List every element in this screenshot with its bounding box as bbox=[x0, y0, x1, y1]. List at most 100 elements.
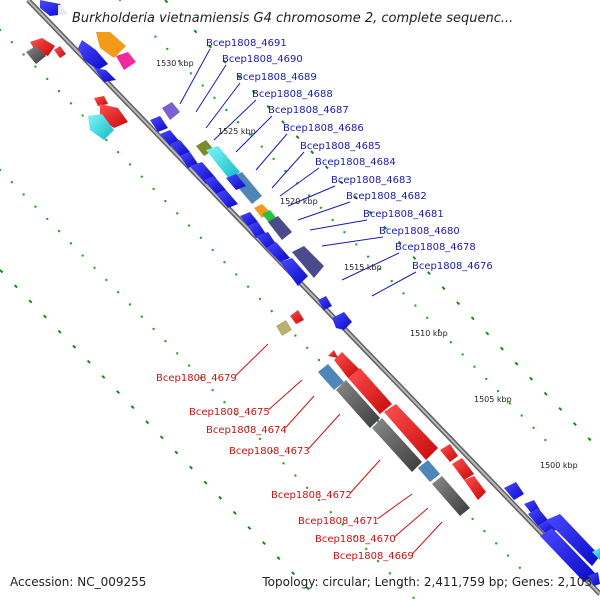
gene-feature-grey[interactable] bbox=[372, 418, 422, 472]
gene-feature-blue[interactable] bbox=[256, 232, 276, 248]
gene-feature-red[interactable] bbox=[384, 404, 438, 460]
gene-label-forward[interactable]: Bcep1808_4678 bbox=[395, 242, 476, 253]
gene-label-forward[interactable]: Bcep1808_4681 bbox=[363, 209, 444, 220]
gene-feature-blue[interactable] bbox=[170, 140, 190, 156]
gene-feature-tan[interactable] bbox=[276, 320, 292, 336]
guide-dash bbox=[368, 210, 373, 215]
gene-label-reverse[interactable]: Bcep1808_4670 bbox=[315, 534, 396, 545]
gene-feature-slate[interactable] bbox=[292, 246, 324, 278]
gene-label-reverse[interactable]: Bcep1808_4669 bbox=[333, 551, 414, 562]
gene-feature-blue[interactable] bbox=[588, 572, 600, 586]
guide-dot bbox=[34, 205, 37, 208]
gene-label-forward[interactable]: Bcep1808_4680 bbox=[379, 226, 460, 237]
gene-feature-blue[interactable] bbox=[248, 222, 266, 238]
gene-feature-blue[interactable] bbox=[240, 212, 258, 226]
gene-feature-blue[interactable] bbox=[226, 174, 246, 190]
gene-label-reverse[interactable]: Bcep1808_4671 bbox=[298, 516, 379, 527]
gene-label-reverse[interactable]: Bcep1808_4673 bbox=[229, 446, 310, 457]
guide-dash bbox=[324, 165, 329, 170]
gene-feature-grey[interactable] bbox=[336, 380, 380, 428]
guide-dot bbox=[319, 206, 323, 209]
gene-label-reverse[interactable]: Bcep1808_4679 bbox=[156, 373, 237, 384]
gene-feature-red[interactable] bbox=[290, 310, 304, 324]
gene-feature-red[interactable] bbox=[452, 458, 474, 480]
gene-feature-blue[interactable] bbox=[180, 152, 198, 168]
guide-dot bbox=[46, 217, 49, 221]
gene-label-reverse[interactable]: Bcep1808_4674 bbox=[206, 425, 287, 436]
gene-feature-blue[interactable] bbox=[332, 312, 352, 330]
gene-feature-red[interactable] bbox=[94, 96, 108, 106]
guide-dash bbox=[427, 271, 431, 275]
gene-feature-cyan[interactable] bbox=[206, 146, 240, 180]
gene-label-forward[interactable]: Bcep1808_4689 bbox=[236, 72, 317, 83]
gene-feature-blue[interactable] bbox=[528, 508, 548, 526]
gene-label-forward[interactable]: Bcep1808_4685 bbox=[300, 141, 381, 152]
gene-feature-grey[interactable] bbox=[26, 46, 46, 64]
guide-dot bbox=[199, 376, 203, 379]
leader-line-forward bbox=[179, 48, 211, 105]
guide-dot bbox=[412, 596, 415, 600]
tick-label: 1505 kbp bbox=[474, 395, 512, 404]
feature-blocks-upper bbox=[26, 0, 136, 140]
chromosome-backbone bbox=[26, 0, 600, 596]
gene-feature-blue[interactable] bbox=[318, 296, 332, 310]
gene-label-forward[interactable]: Bcep1808_4676 bbox=[412, 261, 493, 272]
gene-feature-red[interactable] bbox=[348, 368, 392, 414]
gene-feature-red[interactable] bbox=[54, 46, 66, 58]
gene-label-reverse[interactable]: Bcep1808_4672 bbox=[271, 490, 352, 501]
gene-feature-blue[interactable] bbox=[504, 482, 524, 500]
leader-line-forward bbox=[341, 252, 400, 281]
guide-dot bbox=[331, 218, 334, 222]
gene-feature-red[interactable] bbox=[464, 476, 486, 500]
gene-label-forward[interactable]: Bcep1808_4687 bbox=[268, 105, 349, 116]
guide-dot bbox=[307, 194, 311, 197]
gene-label-forward[interactable]: Bcep1808_4684 bbox=[315, 157, 396, 168]
gene-feature-slate[interactable] bbox=[268, 216, 292, 240]
guide-dot bbox=[483, 529, 486, 533]
gene-feature-grey[interactable] bbox=[432, 476, 470, 516]
tick-label: 1500 kbp bbox=[540, 461, 578, 470]
gene-feature-cyan[interactable] bbox=[592, 548, 600, 560]
gene-feature-red[interactable] bbox=[334, 352, 360, 378]
gene-feature-blue[interactable] bbox=[540, 528, 596, 582]
guide-dot bbox=[10, 41, 14, 44]
gene-feature-red[interactable] bbox=[440, 444, 458, 462]
gene-feature-blue[interactable] bbox=[266, 242, 290, 262]
guide-dot bbox=[176, 352, 179, 355]
guide-dash bbox=[543, 391, 548, 396]
genome-summary-text: Topology: circular; Length: 2,411,759 bp… bbox=[261, 575, 592, 589]
gene-label-forward[interactable]: Bcep1808_4683 bbox=[331, 175, 412, 186]
tick-label: 1525 kbp bbox=[218, 127, 256, 136]
guide-dash bbox=[499, 346, 504, 351]
gene-feature-purple[interactable] bbox=[162, 102, 180, 120]
gene-feature-blue[interactable] bbox=[94, 68, 116, 82]
gene-label-forward[interactable]: Bcep1808_4686 bbox=[283, 123, 364, 134]
tick-label: 1520 kbp bbox=[280, 197, 318, 206]
gene-label-forward[interactable]: Bcep1808_4690 bbox=[222, 54, 303, 65]
gene-feature-blue[interactable] bbox=[78, 40, 108, 70]
guide-dot bbox=[22, 193, 25, 196]
guide-dot bbox=[260, 145, 263, 148]
gene-label-forward[interactable]: Bcep1808_4682 bbox=[346, 191, 427, 202]
gene-label-forward[interactable]: Bcep1808_4688 bbox=[252, 89, 333, 100]
gene-feature-steelblue[interactable] bbox=[418, 460, 440, 482]
gene-feature-cyan[interactable] bbox=[88, 114, 114, 140]
gene-feature-blue[interactable] bbox=[204, 176, 226, 194]
gene-label-reverse[interactable]: Bcep1808_4675 bbox=[189, 407, 270, 418]
gene-feature-magenta[interactable] bbox=[116, 52, 136, 70]
gene-label-forward[interactable]: Bcep1808_4691 bbox=[206, 38, 287, 49]
gene-feature-blue[interactable] bbox=[150, 116, 168, 132]
gene-feature-blue[interactable] bbox=[280, 258, 308, 286]
guide-dot bbox=[378, 267, 382, 271]
gene-feature-steelblue[interactable] bbox=[318, 364, 344, 390]
gene-feature-orange[interactable] bbox=[96, 32, 126, 58]
guide-dot bbox=[22, 53, 25, 56]
gene-feature-blue[interactable] bbox=[546, 514, 600, 566]
guide-dot bbox=[294, 474, 297, 477]
guide-dot bbox=[246, 285, 250, 288]
gene-feature-blue[interactable] bbox=[216, 190, 238, 208]
leader-line-reverse bbox=[234, 343, 269, 377]
gene-feature-red[interactable] bbox=[328, 350, 338, 358]
